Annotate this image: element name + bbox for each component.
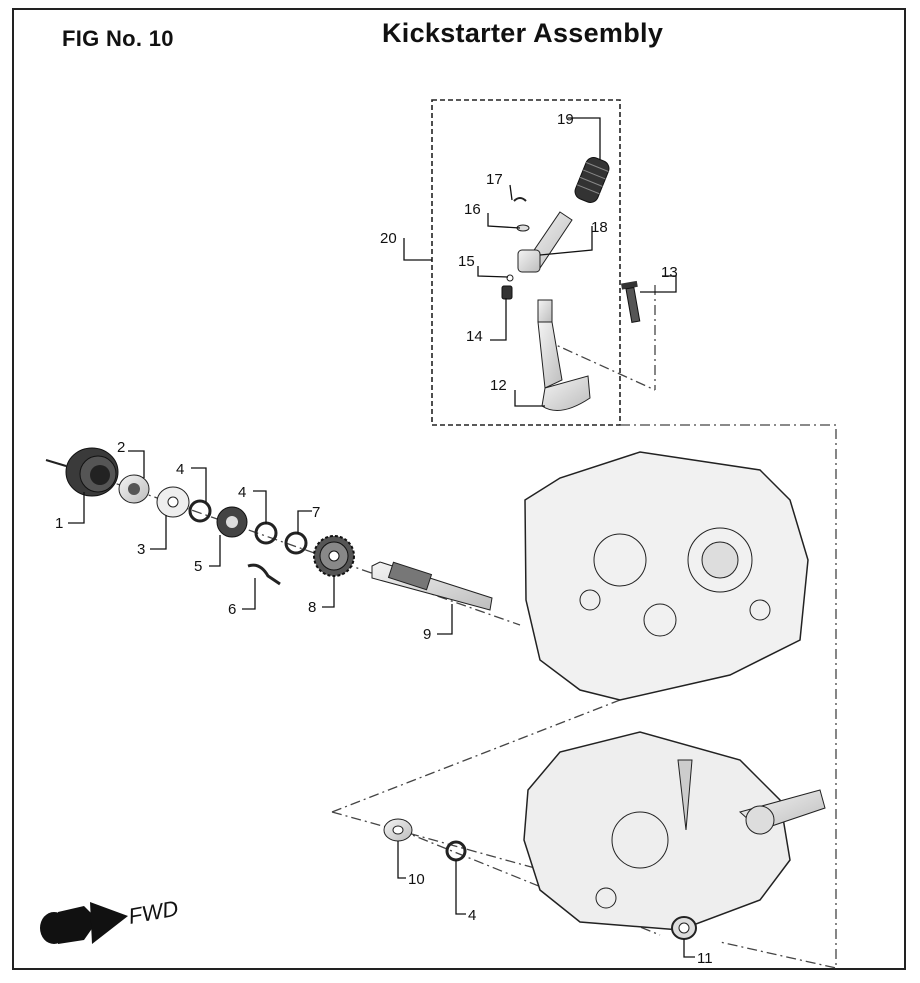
figure-number: FIG No. 10 — [62, 26, 174, 51]
part-13-bolt — [620, 280, 641, 323]
figure-title: Kickstarter Assembly — [382, 18, 664, 48]
part-4-circlip — [188, 499, 212, 523]
callout-13: 13 — [661, 264, 678, 281]
callout-12: 12 — [490, 377, 507, 394]
part-14-spring — [501, 285, 513, 300]
callout-6: 6 — [228, 601, 236, 618]
callout-4c: 4 — [468, 907, 476, 924]
callout-17: 17 — [486, 171, 503, 188]
part-8-gear — [313, 535, 355, 577]
callout-labels: 19 17 16 18 20 15 13 14 12 2 4 4 7 1 3 5… — [55, 111, 713, 967]
callout-16: 16 — [464, 201, 481, 218]
callout-7: 7 — [312, 504, 320, 521]
callout-3: 3 — [137, 541, 145, 558]
figure-frame — [12, 8, 906, 970]
crankcase-cover — [523, 731, 826, 931]
callout-1: 1 — [55, 515, 63, 532]
part-19-kick-rubber — [574, 157, 610, 203]
part-6-ratchet-guide — [247, 563, 281, 586]
part-15-ball — [506, 274, 514, 282]
part-12-kick-shaft — [537, 299, 591, 411]
part-4-circlip-c — [445, 840, 467, 862]
part-17-circlip — [513, 197, 527, 202]
callout-15: 15 — [458, 253, 475, 270]
part-5-ratchet — [216, 506, 248, 538]
part-10-oil-seal-guide — [383, 818, 413, 842]
part-1-spring — [45, 447, 119, 497]
part-4-circlip-b — [254, 521, 278, 545]
callout-19: 19 — [557, 111, 574, 128]
part-3-washer — [156, 486, 190, 518]
callout-5: 5 — [194, 558, 202, 575]
leader-lines — [68, 117, 695, 958]
callout-10: 10 — [408, 871, 425, 888]
callout-20: 20 — [380, 230, 397, 247]
callout-4b: 4 — [238, 484, 246, 501]
callout-8: 8 — [308, 599, 316, 616]
callout-11: 11 — [697, 950, 713, 967]
callout-14: 14 — [466, 328, 483, 345]
crankcase — [524, 451, 809, 701]
fwd-label: FWD — [127, 896, 181, 929]
callout-4a: 4 — [176, 461, 184, 478]
part-9-kick-shaft — [371, 561, 493, 611]
part-18-kick-arm — [517, 211, 573, 273]
fwd-arrow-icon — [40, 902, 128, 944]
part-7-circlip — [284, 531, 308, 555]
callout-9: 9 — [423, 626, 431, 643]
part-2-spring-guide — [118, 474, 150, 504]
callout-18: 18 — [591, 219, 608, 236]
part-11-oil-seal — [671, 916, 697, 940]
callout-2: 2 — [117, 439, 125, 456]
